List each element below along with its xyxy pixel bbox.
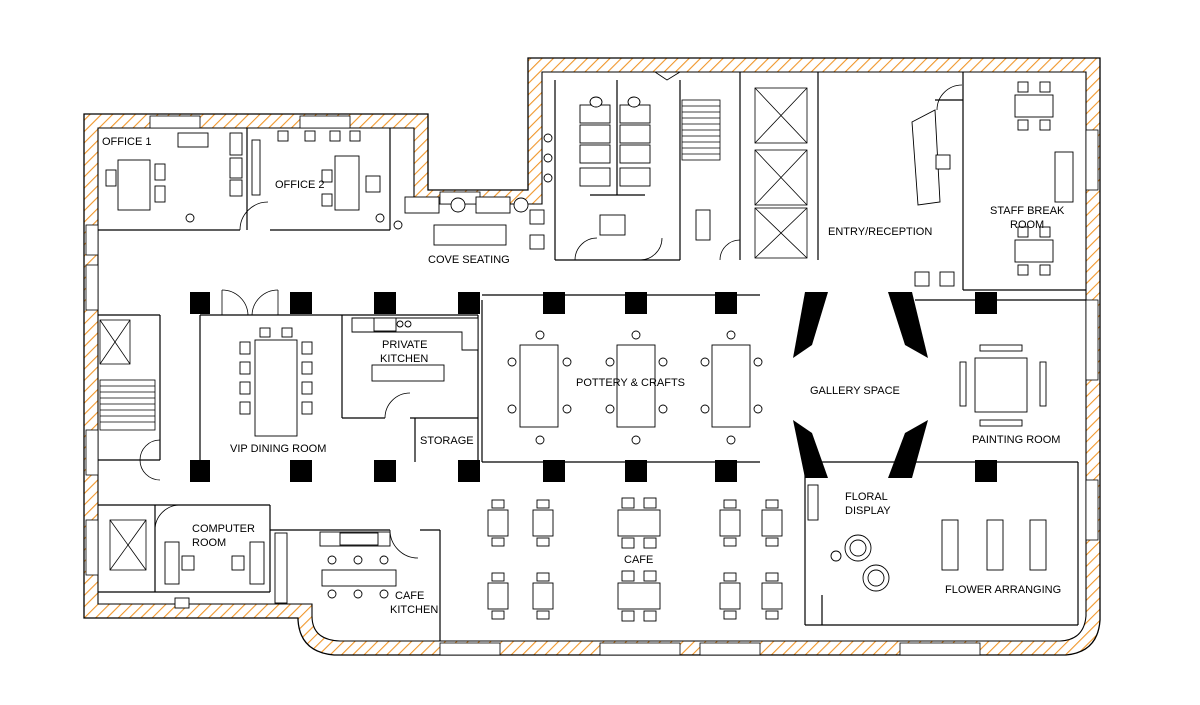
room-label-flower-arranging: FLOWER ARRANGING xyxy=(945,584,1061,596)
room-label-computer: COMPUTER xyxy=(192,523,255,535)
cafe-furniture xyxy=(487,497,783,622)
room-label-floral-display: DISPLAY xyxy=(845,505,891,517)
room-label-storage: STORAGE xyxy=(420,435,474,447)
private-kitchen-furniture xyxy=(351,317,479,382)
column xyxy=(715,292,737,314)
columns xyxy=(190,292,997,482)
computer-room-furniture xyxy=(164,541,265,609)
room-label-entry-reception: ENTRY/RECEPTION xyxy=(828,226,932,238)
column xyxy=(290,460,312,482)
painting-furniture xyxy=(959,344,1047,427)
room-label-vip-dining: VIP DINING ROOM xyxy=(230,443,326,455)
room-label-cafe: CAFE xyxy=(624,554,653,566)
column xyxy=(543,460,565,482)
office2-furniture xyxy=(251,130,385,223)
staff-break-furniture xyxy=(1014,81,1074,276)
column xyxy=(458,460,480,482)
windows xyxy=(85,115,1099,656)
room-label-office-1: OFFICE 1 xyxy=(102,136,152,148)
doors xyxy=(139,71,963,559)
column xyxy=(374,292,396,314)
cafe-kitchen-furniture xyxy=(274,531,397,604)
column xyxy=(190,292,210,314)
room-label-computer-room: ROOM xyxy=(192,537,226,549)
room-label-private: PRIVATE xyxy=(382,339,427,351)
room-label-staff-break: STAFF BREAK xyxy=(990,205,1065,217)
column xyxy=(543,292,565,314)
gallery-fin xyxy=(793,420,828,478)
vip-dining-furniture xyxy=(239,327,313,437)
column xyxy=(625,292,647,314)
column xyxy=(190,460,210,482)
column xyxy=(625,460,647,482)
elevators xyxy=(99,87,808,571)
room-label-cafe-kitchen-2: KITCHEN xyxy=(390,604,438,616)
room-label-staff-break-room: ROOM xyxy=(1010,219,1044,231)
cove-seating-furniture xyxy=(393,196,545,250)
gallery-fin xyxy=(888,420,928,478)
column xyxy=(975,460,997,482)
room-label-cafe-kitchen-1: CAFE xyxy=(395,590,424,602)
room-label-floral: FLORAL xyxy=(845,491,888,503)
flower-arranging-furniture xyxy=(807,484,1047,592)
room-label-painting-room: PAINTING ROOM xyxy=(972,434,1060,446)
column xyxy=(715,460,737,482)
room-label-pottery-crafts: POTTERY & CRAFTS xyxy=(576,377,685,389)
room-labels: OFFICE 1 OFFICE 2 COVE SEATING ENTRY/REC… xyxy=(102,136,1065,616)
room-label-gallery-space: GALLERY SPACE xyxy=(810,385,900,397)
office1-furniture xyxy=(105,132,243,223)
stairs xyxy=(99,99,721,431)
restroom-fixtures xyxy=(543,96,711,241)
gallery-fin xyxy=(888,292,928,358)
room-label-office-2: OFFICE 2 xyxy=(275,179,325,191)
reception-furniture xyxy=(911,109,955,287)
room-label-cove-seating: COVE SEATING xyxy=(428,254,510,266)
column xyxy=(975,292,997,314)
gallery-fin xyxy=(793,292,828,358)
interior-walls xyxy=(98,72,1086,641)
column xyxy=(458,292,480,314)
pottery-furniture xyxy=(507,330,763,445)
column xyxy=(374,460,396,482)
column xyxy=(290,292,312,314)
room-label-private-kitchen: KITCHEN xyxy=(380,353,428,365)
